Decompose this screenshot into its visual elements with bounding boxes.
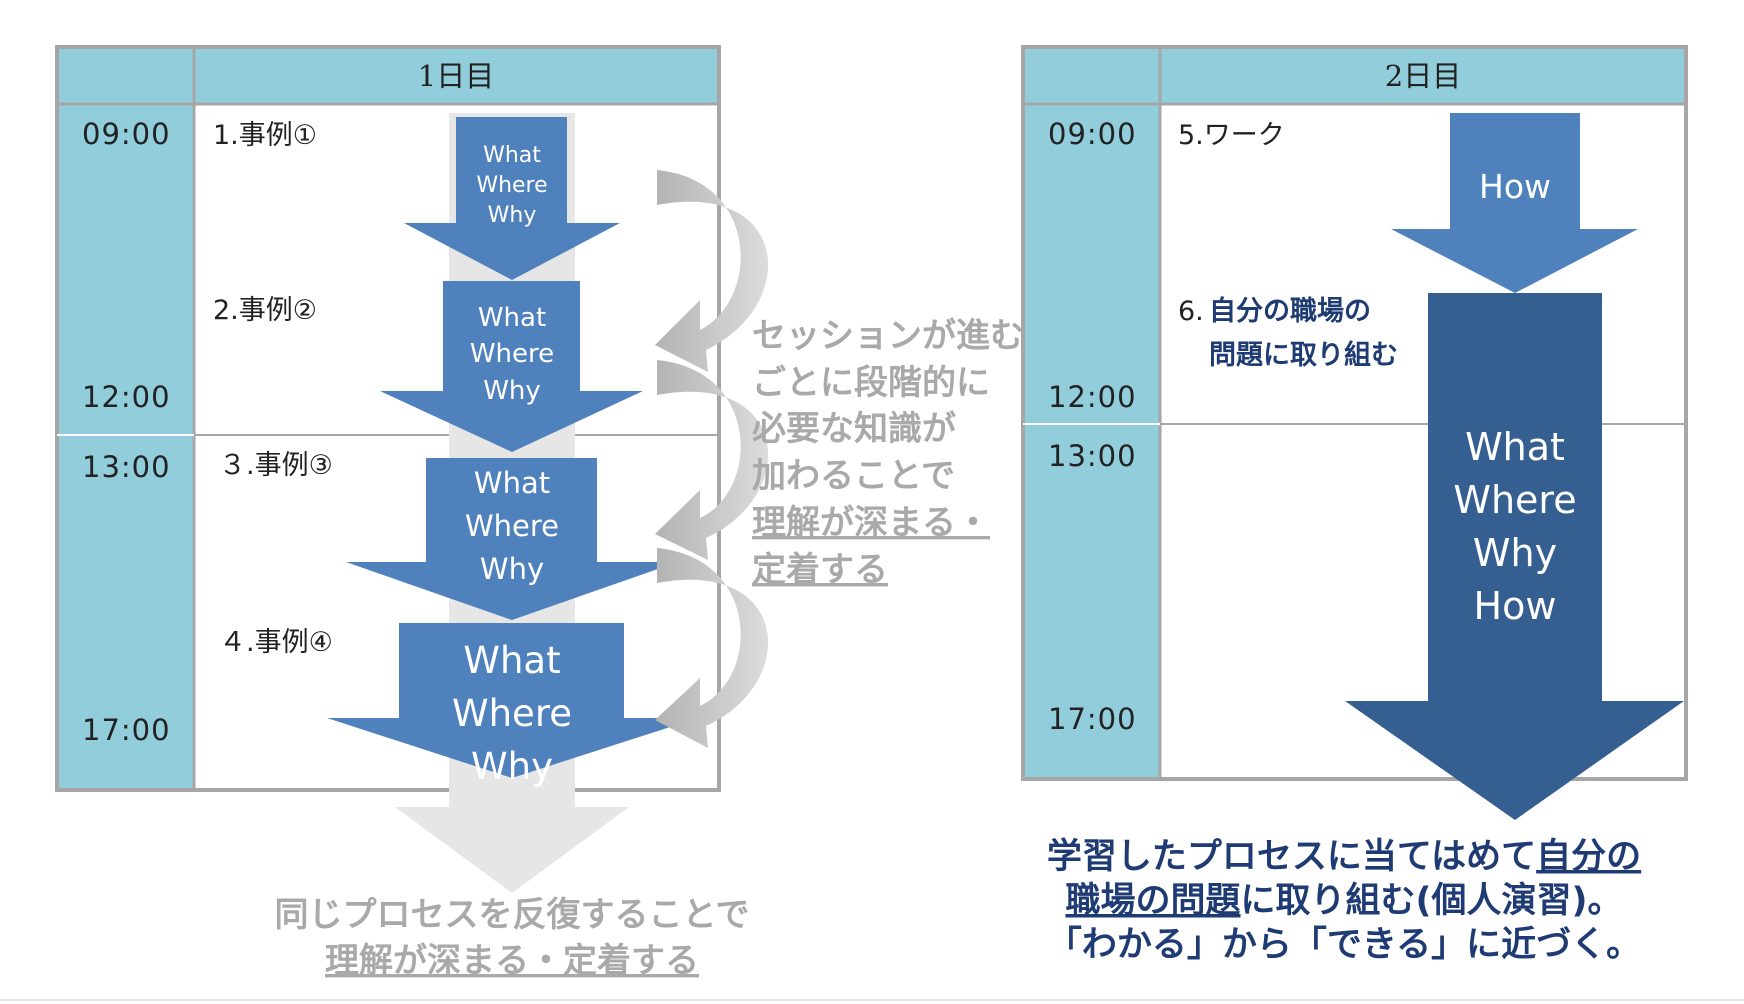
arrow1-what: What [483,143,541,168]
how-arrow-label: How [1479,167,1551,206]
day1-arrow-4: What Where Why [327,623,698,788]
day1-arrow-3: What Where Why [346,458,678,620]
day2-note-line-1-plain: 学習したプロセスに当てはめて [1047,836,1536,877]
day2-time-1300: 13:00 [1048,439,1137,473]
day1-header-bg [57,47,719,104]
day1-session-3: ３.事例③ [219,450,333,481]
blue-down-arrow-1 [404,117,620,280]
day1-session-1: 1.事例① [213,120,317,151]
side-note-line-1: セッションが進む [752,316,1024,356]
day2-note-line-3: 「わかる」から「できる」に近づく。 [1047,925,1641,965]
side-note-line-6: 定着する [752,550,888,590]
day1-arrow-2: What Where Why [380,281,643,452]
day1-time-column [57,104,194,790]
day2-time-1700: 17:00 [1048,702,1137,736]
day1-session-4: ４.事例④ [219,627,333,658]
day2-time-1200: 12:00 [1048,380,1137,414]
day2-big-arrow: What Where Why How [1345,293,1684,820]
arrow2-what: What [478,303,546,333]
arrow4-what: What [463,639,560,682]
day2-note-line-2-underlined: 職場の問題 [1065,881,1240,921]
day2-title: 2日目 [1385,59,1461,93]
day1-time-0900: 09:00 [82,117,171,151]
side-note-line-3: 必要な知識が [752,409,956,449]
day1-session-2: 2.事例② [213,295,317,326]
blue-down-arrow-how [1391,113,1638,293]
arrow2-why: Why [483,376,541,406]
big-arrow-where: Where [1453,478,1576,522]
side-note-line-4: 加わることで [752,456,955,496]
day1-side-note: セッションが進む ごとに段階的に 必要な知識が 加わることで 理解が深まる・ 定… [752,316,1024,590]
bottom-note-line-1: 同じプロセスを反復することで [275,895,750,935]
day2-time-0900: 09:00 [1048,117,1137,151]
day2-note-line-1-underlined: 自分の [1536,837,1641,877]
day2-how-arrow: How [1391,113,1638,293]
day1-table: 1日目 09:00 12:00 13:00 17:00 1.事例① 2.事例② … [55,45,721,792]
day1-time-1300: 13:00 [82,450,171,484]
bottom-note-line-2: 理解が深まる・定着する [325,941,699,981]
day1-table-border [55,45,721,792]
arrow1-where: Where [476,173,547,198]
day2-session-6-line-1: 自分の職場の [1209,295,1371,327]
curved-arrows [655,170,769,748]
day2-time-column [1023,104,1160,779]
arrow1-why: Why [488,203,537,228]
blue-down-arrow-3 [346,458,678,620]
side-note-line-5: 理解が深まる・ [752,503,990,543]
side-note-line-2: ごとに段階的に [752,363,990,403]
arrow3-why: Why [480,552,544,586]
day2-session-5: 5.ワーク [1178,120,1285,151]
arrow3-what: What [474,466,550,500]
blue-down-arrow-2 [380,281,643,452]
day2-session-6-number: 6. [1178,296,1204,327]
curved-arrow-2 [655,360,769,560]
big-arrow-why: Why [1473,531,1557,575]
day2-table: 2日目 09:00 12:00 13:00 17:00 5.ワーク 6. 自分の… [1021,45,1688,781]
day1-arrow-1: What Where Why [404,117,620,280]
arrow2-where: Where [470,339,554,369]
blue-down-arrow-4 [327,623,698,778]
arrow3-where: Where [465,509,559,543]
day2-bottom-note: 学習したプロセスに当てはめて自分の 職場の問題に取り組む(個人演習)。 「わかる… [1047,836,1641,965]
day1-bottom-note: 同じプロセスを反復することで 理解が深まる・定着する [275,895,750,981]
day1-title: 1日目 [418,59,494,93]
big-arrow-how: How [1474,584,1557,628]
big-arrow-what: What [1465,425,1565,469]
dark-blue-down-arrow [1345,293,1684,820]
day2-note-line-2: 職場の問題に取り組む(個人演習)。 [1065,881,1622,921]
arrow4-where: Where [452,692,572,735]
grey-down-arrow [395,807,629,893]
day2-note-line-1: 学習したプロセスに当てはめて自分の [1047,836,1641,877]
day1-time-1200: 12:00 [82,380,171,414]
day1-time-1700: 17:00 [82,713,171,747]
day2-note-line-2-plain: に取り組む(個人演習)。 [1241,881,1623,921]
curved-arrow-1 [655,170,769,372]
arrow4-why: Why [471,745,553,788]
day2-table-border [1021,45,1688,781]
day2-session-6-line-2: 問題に取り組む [1209,339,1398,371]
curved-arrow-3 [655,548,769,748]
day2-header-bg [1023,47,1686,104]
